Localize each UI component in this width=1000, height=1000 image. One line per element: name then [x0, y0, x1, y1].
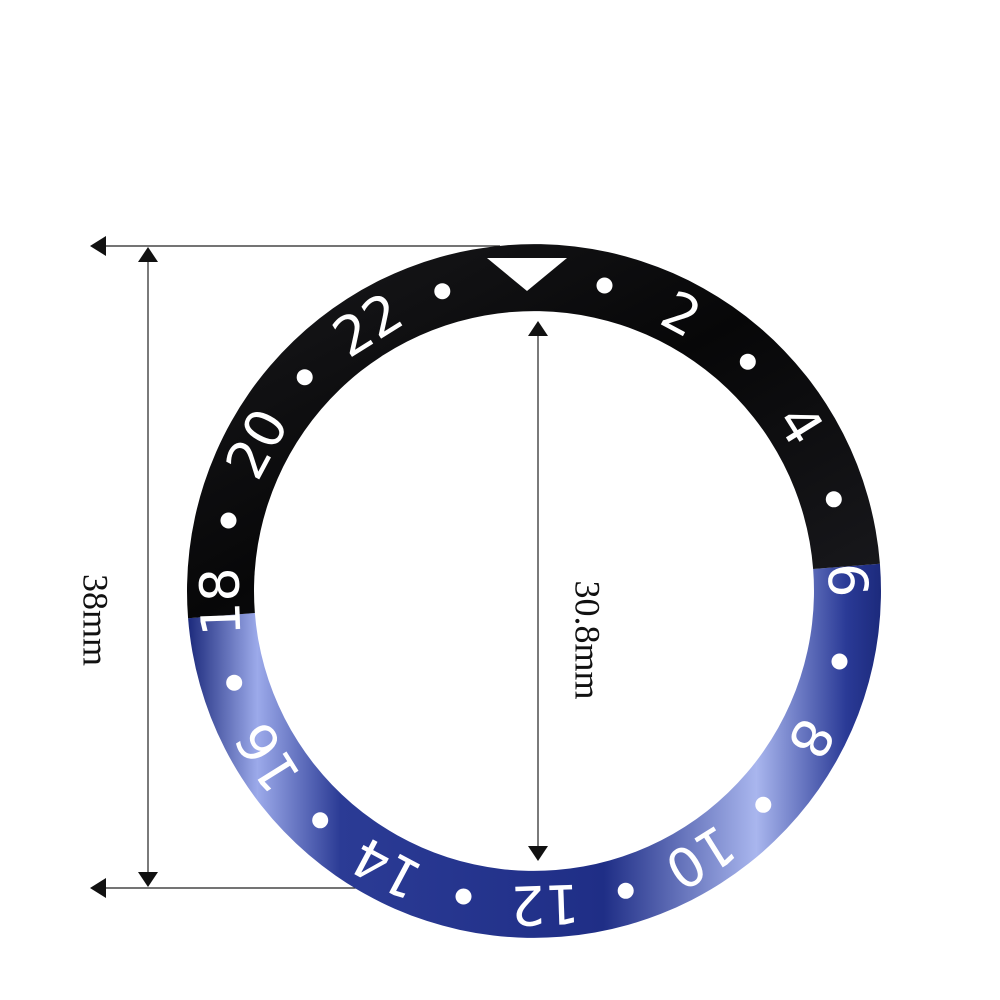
bezel-dot [739, 353, 756, 370]
bezel-dot [434, 283, 451, 300]
bezel-dot [617, 882, 634, 899]
bezel-dot [455, 888, 472, 905]
outer-diameter-label: 38mm [76, 574, 116, 666]
bezel-dot [831, 653, 848, 670]
top-left-arrowhead [90, 236, 106, 256]
inner-diameter-arrow-bottom [528, 846, 548, 861]
bezel-dot [220, 512, 237, 529]
outer-diameter-arrow-bottom [138, 872, 158, 887]
bezel-numeral-12: 12 [509, 872, 580, 937]
bezel-numeral-6: 6 [815, 562, 879, 599]
outer-diameter-arrow-top [138, 247, 158, 262]
triangle-marker [487, 258, 567, 291]
bezel-dots [220, 277, 848, 905]
bezel-dot [825, 491, 842, 508]
bezel-dot [755, 796, 772, 813]
inner-diameter-label: 30.8mm [568, 580, 608, 699]
bezel-dot [226, 674, 243, 691]
bezel-dot [296, 369, 313, 386]
bezel-upper-half [187, 244, 880, 619]
bezel-numeral-18: 18 [188, 566, 253, 637]
bottom-left-arrowhead [90, 878, 106, 898]
bezel-dot [596, 277, 613, 294]
bezel-dot [312, 812, 329, 829]
bezel-lower-half [188, 563, 881, 938]
inner-diameter-arrow-top [528, 321, 548, 336]
